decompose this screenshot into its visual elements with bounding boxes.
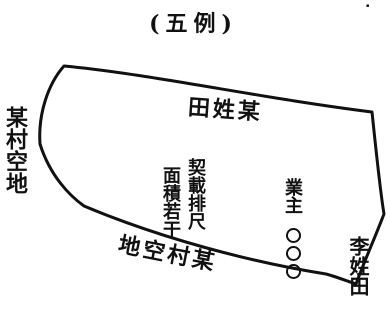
diagram-title: (五例) <box>149 11 238 37</box>
boundary-label-north: 田姓某 <box>187 94 264 126</box>
owner-name-placeholders <box>284 228 302 282</box>
owner-placeholder-circle <box>285 246 301 261</box>
boundary-label-east: 李姓田 <box>346 236 370 296</box>
corner-mark: ▪ <box>366 3 370 9</box>
owner-placeholder-circle <box>285 264 301 279</box>
parcel-area-note: 面積若干 <box>160 166 181 238</box>
parcel-boundary-outline <box>38 64 386 286</box>
owner-placeholder-circle <box>285 228 301 243</box>
parcel-deed-note: 契載排尺 <box>185 158 206 230</box>
parcel-owner-note: 業主 <box>282 178 303 214</box>
boundary-label-west: 某村空地 <box>2 106 28 194</box>
